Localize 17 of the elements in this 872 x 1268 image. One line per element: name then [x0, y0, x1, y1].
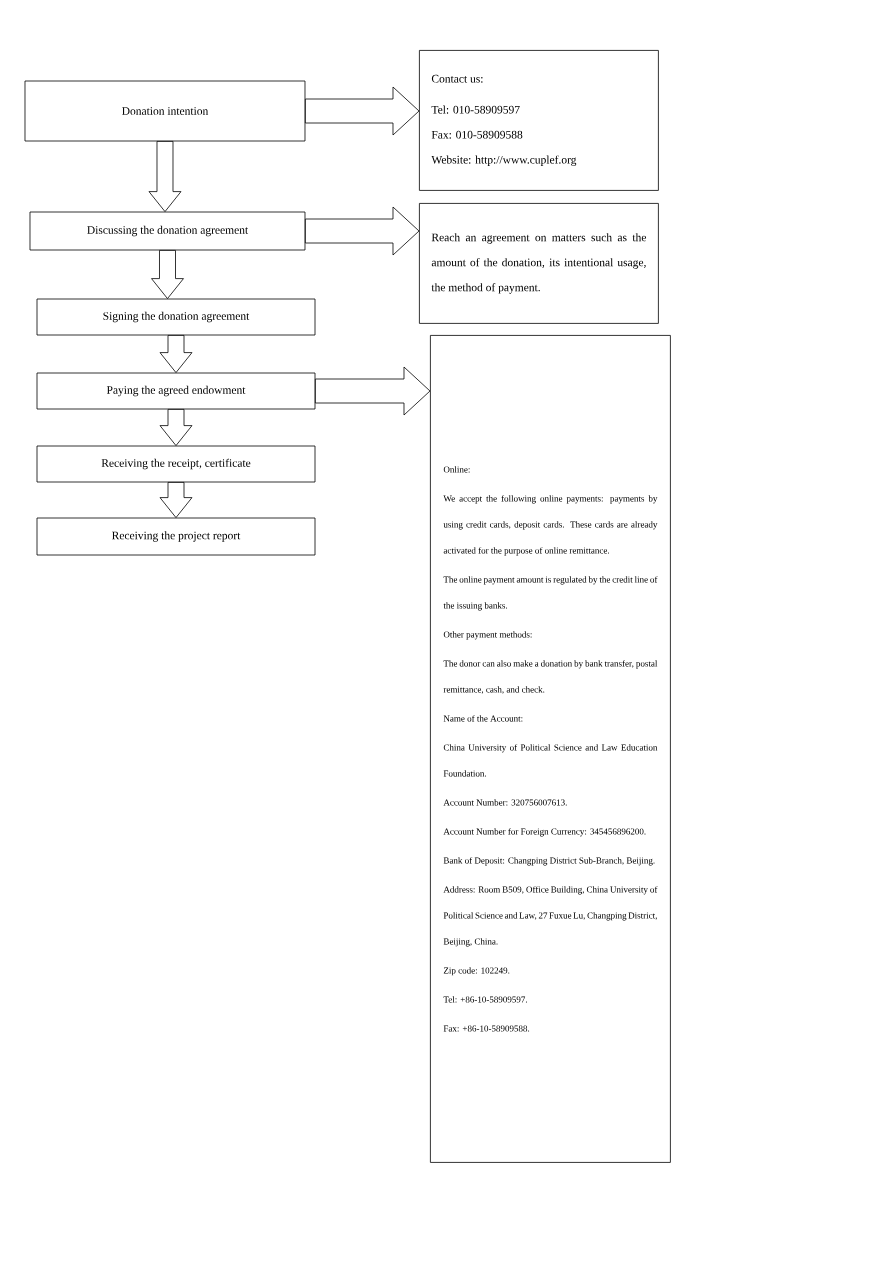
- block-arrow: [305, 206, 420, 256]
- step-box: Receiving the project report: [36, 517, 316, 556]
- block-arrow: [305, 86, 420, 136]
- block-arrow: [315, 366, 431, 416]
- block-arrow: [159, 482, 193, 518]
- note-box: Reach an agreement on matters such as the amount of the donation, its intentional usage, the method of payment.: [419, 203, 659, 324]
- step-box: Signing the donation agreement: [36, 298, 316, 336]
- block-arrow: [148, 141, 182, 212]
- block-arrow: [159, 335, 193, 373]
- step-box: Donation intention: [24, 80, 306, 142]
- block-arrow: [151, 250, 184, 299]
- step-box: Receiving the receipt, certificate: [36, 445, 316, 483]
- step-box: Paying the agreed endowment: [36, 372, 316, 410]
- step-box: Discussing the donation agreement: [29, 211, 306, 251]
- info-box: Online: We accept the following online payments: payments by using credit cards, deposit cards. These cards are already activated for the purpose of online remittance. The online payment amount is regulated by the credit line of the issuing banks. Other payment methods: The donor can also make a donation by bank transfer, postal remittance, cash, and check. Name of the Account: China University of Political Science and Law Education Foundation. Account Number: 320756007613. Account Number for Foreign Currency: 345456896200. Bank of Deposit: Changping District Sub-Branch, Beijing. Address: Room B509, Office Building, China University of Political Science and Law, 27 Fuxue Lu, Changping District, Beijing, China. Zip code: 102249. Tel: +86-10-58909597. Fax: +86-10-58909588.: [430, 335, 671, 1163]
- block-arrow: [159, 409, 193, 446]
- contact-box: Contact us: Tel: 010-58909597 Fax: 010-58909588 Website: http://www.cuplef.org: [419, 50, 659, 191]
